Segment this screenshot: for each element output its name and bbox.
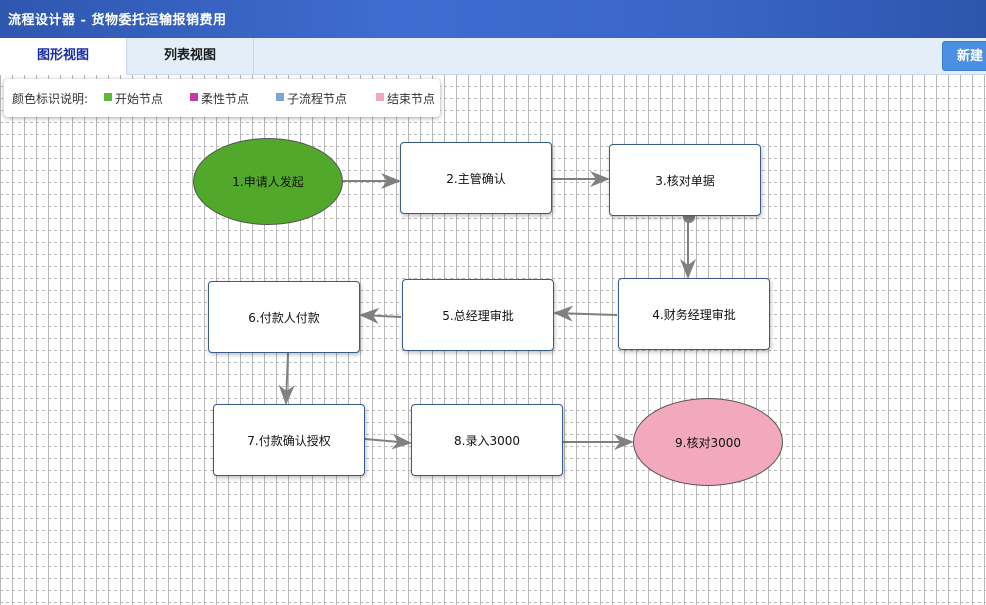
node-label: 2.主管确认	[446, 171, 506, 186]
node-label: 6.付款人付款	[248, 310, 320, 325]
legend-label-start: 开始节点	[115, 92, 164, 106]
legend-label-subflow: 子流程节点	[287, 92, 348, 106]
legend-label-end: 结束节点	[387, 92, 436, 106]
node-label: 8.录入3000	[454, 433, 520, 448]
new-button[interactable]: 新建	[942, 41, 986, 71]
legend-swatch-start	[104, 93, 112, 101]
flow-node-verify-documents[interactable]: 3.核对单据	[609, 144, 761, 216]
node-label: 5.总经理审批	[442, 308, 514, 323]
node-label: 3.核对单据	[655, 173, 715, 188]
node-label: 9.核对3000	[675, 435, 741, 450]
flow-node-payment-confirm-authorize[interactable]: 7.付款确认授权	[213, 404, 365, 476]
node-label: 1.申请人发起	[232, 175, 304, 189]
flow-node-supervisor-confirm[interactable]: 2.主管确认	[400, 142, 552, 214]
node-label: 7.付款确认授权	[247, 433, 331, 448]
legend-label-flexible: 柔性节点	[201, 92, 250, 106]
legend-title: 颜色标识说明:	[12, 92, 89, 106]
tab-graph-view[interactable]: 图形视图	[0, 38, 127, 75]
flow-node-end[interactable]: 9.核对3000	[633, 398, 783, 486]
flow-node-start[interactable]: 1.申请人发起	[193, 138, 343, 225]
tab-list-view[interactable]: 列表视图	[127, 38, 254, 75]
legend-swatch-end	[376, 93, 384, 101]
window-title: 流程设计器 - 货物委托运输报销费用	[8, 13, 227, 28]
node-label: 4.财务经理审批	[652, 307, 736, 322]
flow-node-general-manager-approval[interactable]: 5.总经理审批	[402, 279, 554, 351]
flow-node-payer-pay[interactable]: 6.付款人付款	[208, 281, 360, 353]
color-legend: 颜色标识说明: 开始节点 柔性节点 子流程节点 结束节点	[4, 79, 440, 117]
flow-node-finance-manager-approval[interactable]: 4.财务经理审批	[618, 278, 770, 350]
flow-node-enter-3000[interactable]: 8.录入3000	[411, 404, 563, 476]
tab-bar: 图形视图 列表视图	[0, 38, 986, 75]
title-bar: 流程设计器 - 货物委托运输报销费用	[0, 0, 986, 38]
legend-swatch-subflow	[276, 93, 284, 101]
legend-swatch-flexible	[190, 93, 198, 101]
